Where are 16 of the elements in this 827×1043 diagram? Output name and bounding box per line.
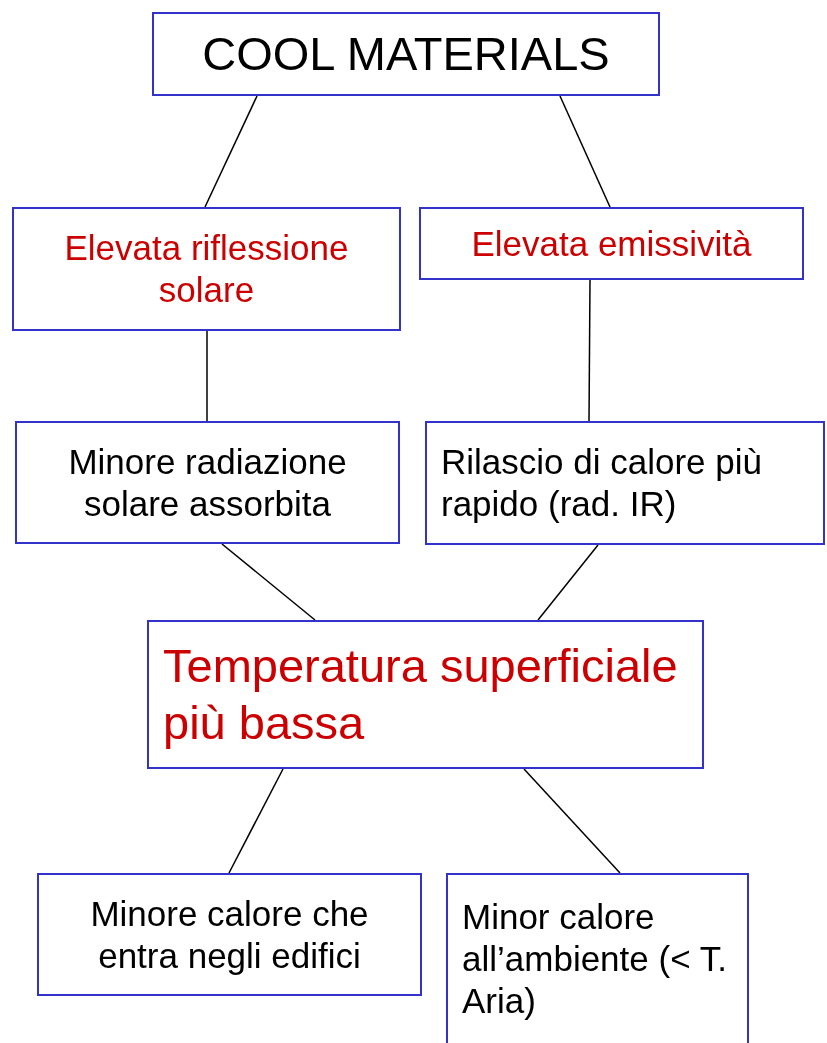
concept-box: Minore radiazione solare assorbita [15, 421, 400, 544]
concept-box: Temperatura superficiale più bassa [147, 620, 704, 769]
concept-box: Elevata emissività [419, 207, 804, 280]
concept-box: Minor calore all’ambiente (< T. Aria) [446, 873, 749, 1043]
connector-line [559, 95, 611, 208]
connector-line [523, 768, 621, 874]
concept-box: Minore calore che entra negli edifici [37, 873, 422, 996]
connector-line [588, 279, 591, 422]
concept-box: Rilascio di calore più rapido (rad. IR) [425, 421, 825, 545]
connector-line [206, 330, 208, 422]
connector-line [204, 95, 258, 208]
connector-line [221, 543, 316, 621]
concept-box: COOL MATERIALS [152, 12, 660, 96]
connector-line [228, 768, 284, 874]
connector-line [537, 544, 599, 621]
concept-box: Elevata riflessione solare [12, 207, 401, 331]
